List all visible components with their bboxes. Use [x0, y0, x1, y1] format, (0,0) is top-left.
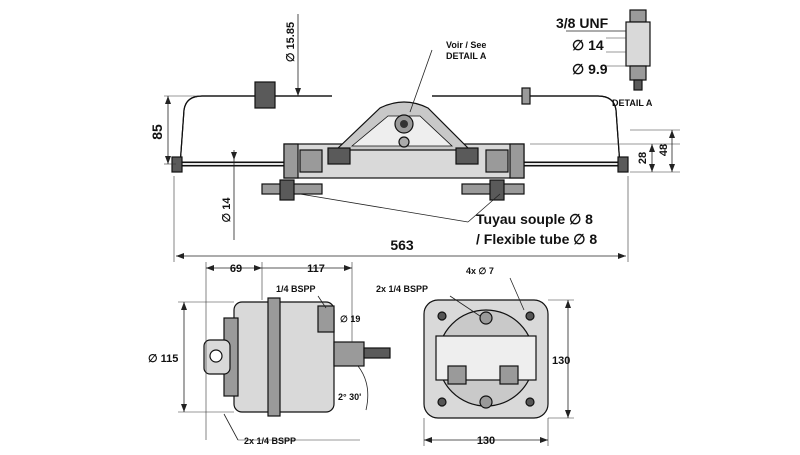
- dim-130-w: 130: [477, 435, 495, 447]
- holes-label: 4x ∅ 7: [466, 266, 494, 276]
- detail-note-line1: Voir / See: [446, 40, 486, 50]
- dim-117: 117: [307, 263, 325, 275]
- detail-title: DETAIL A: [612, 98, 653, 108]
- detail-thread: 3/8 UNF: [556, 15, 609, 31]
- dim-130-h: 130: [552, 355, 570, 367]
- dim-diam-1585: ∅ 15.85: [285, 22, 297, 62]
- ports-bottom: 2x 1/4 BSPP: [244, 436, 296, 446]
- front-ports: 2x 1/4 BSPP: [376, 284, 428, 294]
- detail-diam-14: ∅ 14: [572, 37, 604, 53]
- detail-note-line2: DETAIL A: [446, 51, 487, 61]
- dim-diam-19: ∅ 19: [340, 314, 360, 324]
- dim-total-length: 563: [390, 237, 414, 253]
- port-top: 1/4 BSPP: [276, 284, 316, 294]
- dim-48: 48: [658, 144, 670, 156]
- dim-69: 69: [230, 263, 242, 275]
- side-view: 69 117 1/4 BSPP ∅ 19 ∅ 115 2° 30' 2x 1/4…: [148, 262, 391, 446]
- front-view: 4x ∅ 7 2x 1/4 BSPP 130 130: [376, 266, 574, 447]
- top-view: 563 85 ∅ 15.85 ∅ 14 28 48 Voir / See DET…: [149, 14, 680, 262]
- dim-height-85: 85: [149, 124, 165, 140]
- detail-diam-99: ∅ 9.9: [572, 61, 608, 77]
- rod-nut: [254, 81, 276, 109]
- tube-label-fr: Tuyau souple ∅ 8: [476, 211, 593, 227]
- tube-label-en: / Flexible tube ∅ 8: [476, 231, 597, 247]
- dim-diam-115: ∅ 115: [148, 353, 178, 365]
- dim-diam-14: ∅ 14: [221, 197, 233, 223]
- detail-a: 3/8 UNF ∅ 14 ∅ 9.9 DETAIL A: [556, 9, 653, 108]
- angle-label: 2° 30': [338, 392, 361, 402]
- dim-28: 28: [637, 152, 649, 164]
